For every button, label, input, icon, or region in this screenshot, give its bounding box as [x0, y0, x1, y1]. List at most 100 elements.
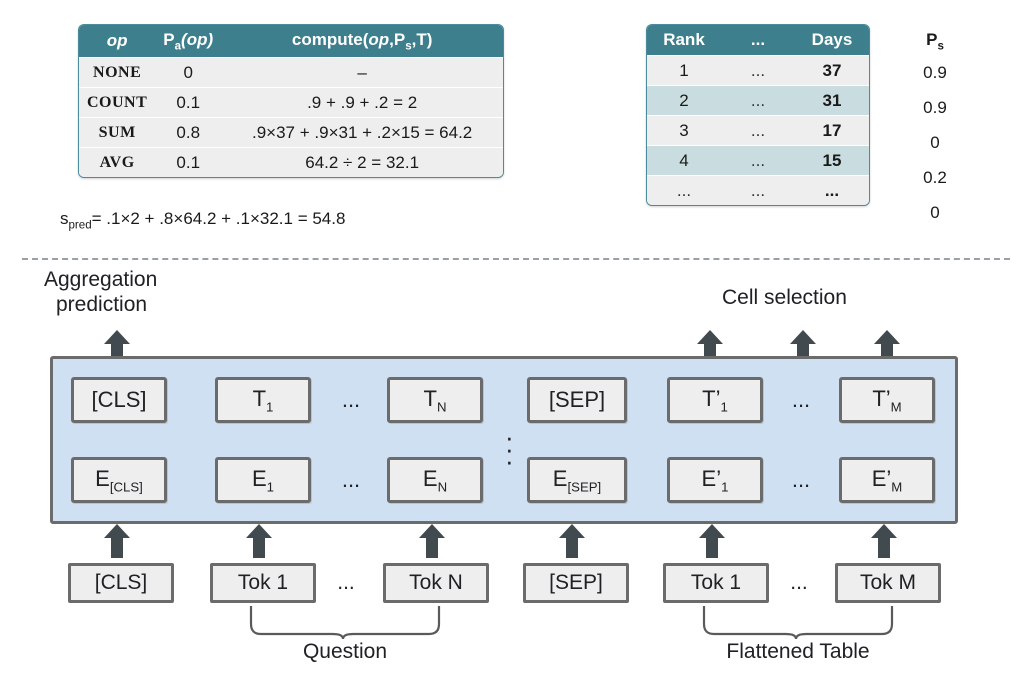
- encoder-block: [CLS] T1 ... TN [SEP] T’1 ... T’M · · · …: [50, 356, 958, 524]
- header-comp-sub: s: [405, 40, 412, 53]
- embed-box-e1-prime: E’1: [667, 457, 763, 503]
- cell-selection-label: Cell selection: [722, 286, 847, 309]
- input-token-sep[interactable]: [SEP]: [523, 563, 629, 603]
- days-cell: 37: [795, 55, 869, 85]
- input-token-question-n[interactable]: Tok N: [383, 563, 489, 603]
- header-op-text: op: [106, 31, 128, 51]
- token-label: T: [252, 385, 267, 411]
- table-row: ... ... ...: [647, 175, 869, 205]
- spred-equation: = .1×2 + .8×64.2 + .1×32.1 = 54.8: [91, 209, 346, 228]
- rank-cell: 4: [647, 145, 721, 175]
- embed-subscript: 1: [266, 479, 275, 495]
- input-arrow-cls: [104, 524, 130, 558]
- embed-subscript: [CLS]: [109, 479, 143, 495]
- rank-table-header-days: Days: [795, 25, 869, 55]
- output-arrow-cell-2: [790, 330, 816, 364]
- rank-table-header-row: Rank ... Days: [647, 25, 869, 55]
- input-arrow-sep: [559, 524, 585, 558]
- ps-header-main: P: [926, 30, 938, 49]
- days-cell: 17: [795, 115, 869, 145]
- table-row: SUM 0.8 .9×37 + .9×31 + .2×15 = 64.2: [79, 117, 504, 148]
- embed-subscript: [SEP]: [567, 479, 602, 495]
- token-box-t1: T1: [215, 377, 311, 423]
- vertical-ellipsis-icon: · · ·: [505, 422, 514, 476]
- token-box-cls-output: [CLS]: [71, 377, 167, 423]
- embed-box-cls: E[CLS]: [71, 457, 167, 503]
- table-row: 4 ... 15: [647, 145, 869, 175]
- ps-value: 0.2: [923, 168, 947, 187]
- middle-cell: ...: [721, 115, 795, 145]
- token-subscript: 1: [266, 399, 274, 415]
- ellipsis-top-right: ...: [791, 387, 811, 412]
- token-label: T’: [872, 385, 891, 411]
- header-pa-main: P: [163, 30, 175, 49]
- output-arrow-cell-3: [874, 330, 900, 364]
- aggregation-operator-table: op Pa(op) compute(op,Ps,T) NONE 0 – COUN…: [78, 24, 505, 179]
- rank-cell: ...: [647, 175, 721, 205]
- flattened-table-brace: [702, 606, 894, 640]
- embed-label: E: [552, 465, 568, 491]
- ps-value: 0.9: [923, 98, 947, 117]
- table-row: 1 ... 37: [647, 55, 869, 85]
- op-table-header-compute: compute(op,Ps,T): [221, 25, 504, 58]
- table-row: 2 ... 31: [647, 85, 869, 115]
- days-cell: 15: [795, 145, 869, 175]
- aggregation-prediction-label: Aggregation prediction: [44, 268, 254, 318]
- token-box-tn: TN: [387, 377, 483, 423]
- middle-cell: ...: [721, 55, 795, 85]
- ellipsis-input-table: ...: [790, 571, 808, 594]
- ellipsis-bottom-left: ...: [341, 467, 361, 492]
- spred-formula: spred= .1×2 + .8×64.2 + .1×32.1 = 54.8: [60, 209, 345, 231]
- ps-value: 0.9: [923, 63, 947, 82]
- token-label: T: [423, 385, 437, 411]
- pa-cell: 0.1: [155, 147, 222, 178]
- header-pa-sub: a: [174, 40, 182, 53]
- embed-label: E: [251, 465, 267, 491]
- flattened-table-label: Flattened Table: [726, 640, 870, 663]
- middle-cell: ...: [721, 175, 795, 205]
- op-cell: COUNT: [79, 87, 156, 118]
- output-arrow-cls: [104, 330, 130, 364]
- token-label: T’: [702, 385, 721, 411]
- input-arrow-tokm-table: [871, 524, 897, 558]
- token-subscript: N: [436, 399, 447, 415]
- input-arrow-tok1-question: [246, 524, 272, 558]
- embed-box-em-prime: E’M: [839, 457, 935, 503]
- header-comp-main: compute(: [291, 30, 369, 49]
- header-pa-tail: (op): [181, 30, 214, 49]
- table-row: AVG 0.1 64.2 ÷ 2 = 32.1: [79, 147, 504, 178]
- token-box-t1-prime: T’1: [667, 377, 763, 423]
- output-arrow-cell-1: [697, 330, 723, 364]
- input-token-cls[interactable]: [CLS]: [68, 563, 174, 603]
- compute-cell: .9 + .9 + .2 = 2: [221, 87, 504, 118]
- embed-label: E: [95, 465, 110, 491]
- table-row: 3 ... 17: [647, 115, 869, 145]
- input-token-question-1[interactable]: Tok 1: [210, 563, 316, 603]
- embed-box-e1: E1: [215, 457, 311, 503]
- aggregation-label-line2: prediction: [56, 292, 148, 316]
- ps-header-sub: s: [937, 40, 944, 53]
- embed-label: E’: [701, 465, 722, 491]
- pa-cell: 0.8: [155, 117, 222, 148]
- section-divider: [22, 258, 1010, 260]
- table-row: NONE 0 –: [79, 57, 504, 88]
- embed-subscript: 1: [721, 479, 729, 495]
- compute-cell: 64.2 ÷ 2 = 32.1: [221, 147, 504, 178]
- rank-cell: 2: [647, 85, 721, 115]
- ps-column-header: Ps: [905, 24, 965, 55]
- token-subscript: M: [890, 399, 902, 415]
- header-comp-mid: ,P: [389, 30, 406, 49]
- ps-value: 0: [930, 133, 940, 152]
- spred-subscript: pred: [68, 219, 92, 232]
- ellipsis-input-question: ...: [337, 571, 355, 594]
- token-label: [CLS]: [91, 387, 147, 412]
- op-table-header-pa: Pa(op): [155, 25, 222, 58]
- input-token-table-1[interactable]: Tok 1: [663, 563, 769, 603]
- embed-subscript: M: [891, 479, 903, 495]
- embed-label: E’: [871, 465, 892, 491]
- embed-box-en: EN: [387, 457, 483, 503]
- pa-cell: 0.1: [155, 87, 222, 118]
- pa-cell: 0: [155, 57, 222, 88]
- input-token-table-m[interactable]: Tok M: [835, 563, 941, 603]
- embed-subscript: N: [437, 479, 448, 495]
